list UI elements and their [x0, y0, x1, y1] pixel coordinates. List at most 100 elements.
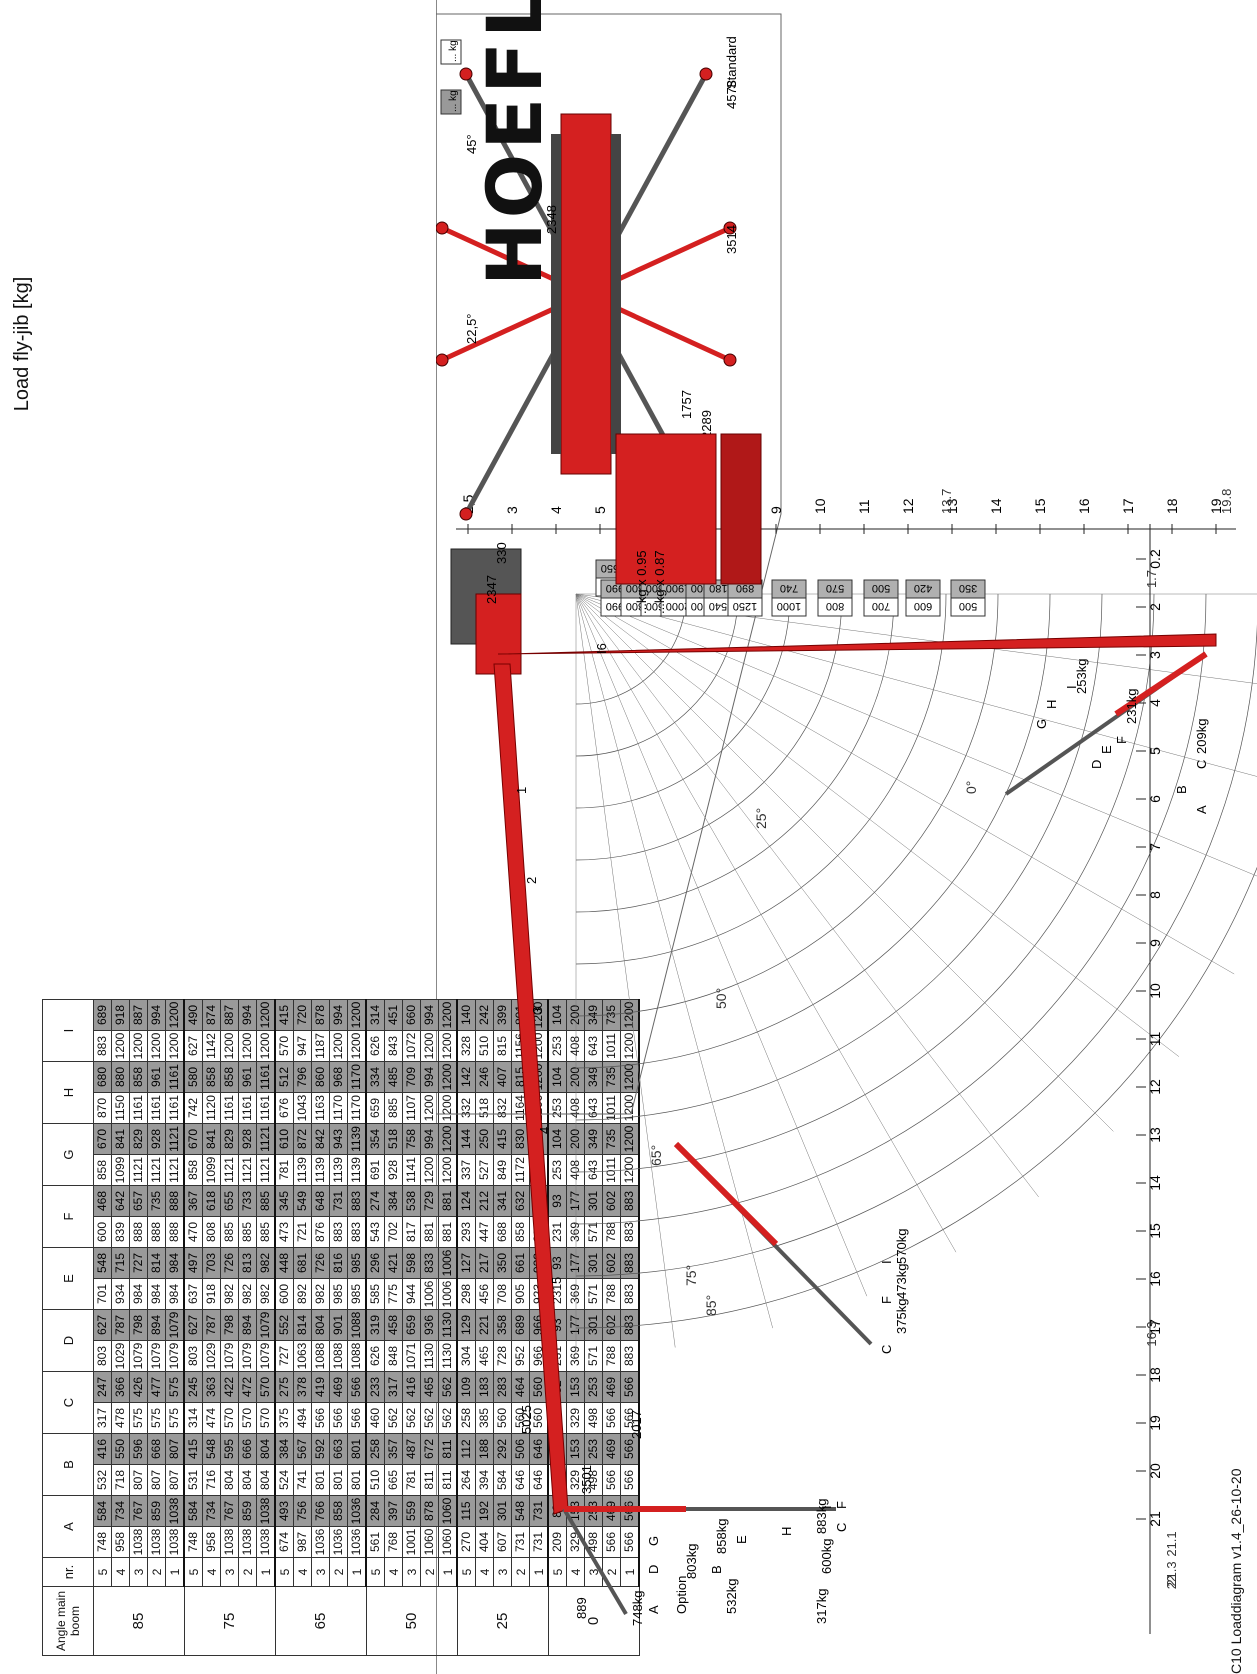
- value-cell-reduced: 1079: [165, 1309, 184, 1341]
- value-cell-reduced: 314: [366, 999, 385, 1031]
- angle-label: 25°: [753, 808, 769, 829]
- value-cell: 1029: [202, 1340, 221, 1372]
- value-cell-reduced: 994: [238, 999, 257, 1031]
- value-cell: 1200: [220, 1030, 239, 1062]
- inset-dim-2348: 2348: [544, 205, 559, 234]
- kg-label-2: ... kg: [448, 90, 459, 112]
- value-cell-reduced: 968: [329, 1061, 348, 1093]
- jib-85-E: E: [734, 1535, 749, 1544]
- nr-cell: 3: [129, 1557, 148, 1587]
- value-cell: 575: [165, 1402, 184, 1434]
- value-cell: 984: [147, 1278, 166, 1310]
- value-cell: 375: [275, 1402, 294, 1434]
- inset-angle-22-5: 22,5°: [464, 313, 479, 344]
- radius-grid: [575, 593, 1257, 1354]
- header-col: H: [42, 1061, 94, 1124]
- outrigger-foot: [459, 67, 473, 81]
- value-cell: 470: [184, 1216, 203, 1248]
- value-cell: 637: [184, 1278, 203, 1310]
- capacity-top-value: 500: [959, 600, 977, 612]
- value-cell-reduced: 397: [384, 1495, 403, 1527]
- value-cell-reduced: 943: [329, 1123, 348, 1155]
- value-cell-reduced: 648: [311, 1185, 330, 1217]
- value-cell: 1161: [129, 1092, 148, 1124]
- boom-0: [497, 633, 1217, 655]
- angle-cell: 85: [93, 1586, 184, 1656]
- value-cell-reduced: 961: [238, 1061, 257, 1093]
- jib-85-C: C: [834, 1523, 849, 1532]
- value-cell-reduced: 458: [384, 1309, 403, 1341]
- jib-0-load-C: 209kg: [1194, 719, 1209, 754]
- value-cell-reduced: 804: [256, 1433, 275, 1465]
- capacity-bottom-value: 500: [872, 582, 890, 594]
- value-cell: 804: [238, 1464, 257, 1496]
- height-tick-label: 0.2: [1147, 549, 1163, 569]
- value-cell: 1200: [256, 1030, 275, 1062]
- value-cell-reduced: 816: [329, 1247, 348, 1279]
- angle-ray: [575, 593, 1235, 975]
- value-cell: 676: [275, 1092, 294, 1124]
- radius-tick-label: 18: [1164, 498, 1180, 514]
- radius-tick-label: 3: [504, 506, 520, 514]
- value-cell-reduced: 727: [129, 1247, 148, 1279]
- value-cell-reduced: 549: [293, 1185, 312, 1217]
- angle-ray: [575, 593, 773, 1329]
- value-cell-reduced: 814: [147, 1247, 166, 1279]
- nr-cell: 2: [238, 1557, 257, 1587]
- value-cell: 885: [238, 1216, 257, 1248]
- jib-0-E: E: [1099, 745, 1114, 754]
- angle-ray: [575, 593, 868, 1297]
- value-cell-reduced: 419: [311, 1371, 330, 1403]
- value-cell: 1036: [329, 1526, 348, 1558]
- value-cell: 982: [256, 1278, 275, 1310]
- jib-85-load-G: 858kg: [714, 1519, 729, 1554]
- value-cell-reduced: 627: [93, 1309, 112, 1341]
- value-cell: 934: [111, 1278, 130, 1310]
- jib-0-H: H: [1044, 700, 1059, 709]
- kg-box-white: [440, 39, 462, 65]
- angle-label: 0°: [963, 781, 979, 794]
- value-cell: 1001: [402, 1526, 421, 1558]
- value-cell: 570: [275, 1030, 294, 1062]
- value-cell: 883: [347, 1216, 366, 1248]
- nr-cell: 1: [347, 1557, 366, 1587]
- value-cell: 1107: [402, 1092, 421, 1124]
- jib-65-F: F: [879, 1296, 894, 1304]
- value-cell: 1079: [165, 1340, 184, 1372]
- value-cell: 803: [93, 1340, 112, 1372]
- value-cell-reduced: 422: [220, 1371, 239, 1403]
- value-cell: 885: [256, 1216, 275, 1248]
- value-cell: 1161: [256, 1092, 275, 1124]
- nr-cell: 4: [202, 1557, 221, 1587]
- inset-crane-body: [560, 113, 612, 475]
- value-cell: 626: [366, 1030, 385, 1062]
- value-cell-reduced: 468: [93, 1185, 112, 1217]
- value-cell: 727: [275, 1340, 294, 1372]
- value-cell-reduced: 485: [384, 1061, 403, 1093]
- value-cell: 561: [366, 1526, 385, 1558]
- value-cell-reduced: 1161: [165, 1061, 184, 1093]
- height-tick-label: 2: [1147, 603, 1163, 611]
- height-tick-label: 9: [1147, 939, 1163, 947]
- height-special-label: 22: [1164, 1575, 1179, 1589]
- value-cell: 600: [93, 1216, 112, 1248]
- jib-0-load-F: 231kg: [1124, 689, 1139, 724]
- value-cell-reduced: 592: [311, 1433, 330, 1465]
- value-cell: 804: [220, 1464, 239, 1496]
- capacity-box-bottom: [817, 579, 853, 599]
- version-label: C10 Loaddiagram v1.4_26-10-20: [1228, 1468, 1244, 1674]
- outrigger-foot: [723, 221, 737, 235]
- value-cell-reduced: 703: [202, 1247, 221, 1279]
- jib-0-C: C: [1194, 760, 1209, 769]
- value-cell-reduced: 538: [402, 1185, 421, 1217]
- height-tick-label: 12: [1147, 1079, 1163, 1095]
- height-tick-label: 15: [1147, 1223, 1163, 1239]
